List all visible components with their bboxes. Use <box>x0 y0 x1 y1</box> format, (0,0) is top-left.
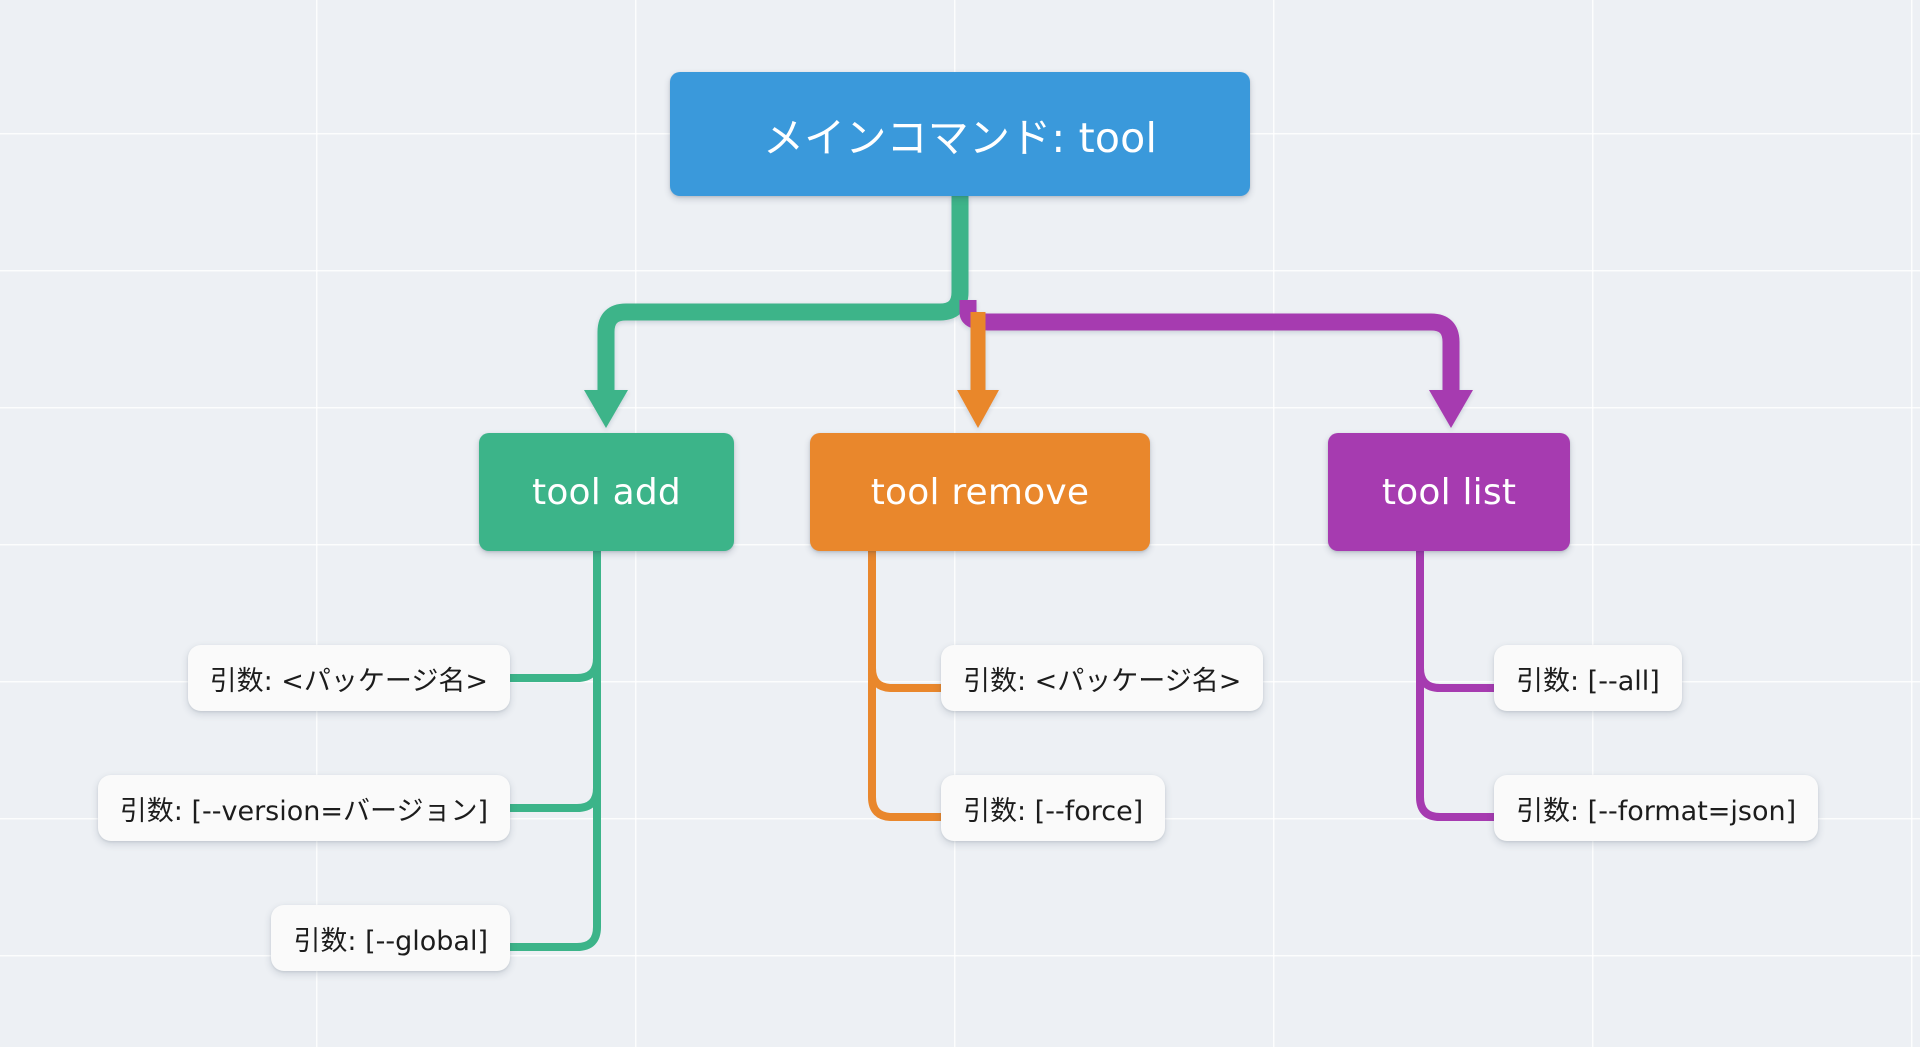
leaf-node-label: 引数: <パッケージ名> <box>963 665 1242 697</box>
connector-group-list <box>1416 547 1512 821</box>
branch-node-label: tool list <box>1381 471 1517 513</box>
arrowhead-remove <box>957 390 999 428</box>
connector-group-remove <box>868 547 959 821</box>
arrowhead-list <box>1429 390 1473 428</box>
branch-node-tool-remove[interactable]: tool remove <box>810 433 1150 551</box>
branch-node-tool-add[interactable]: tool add <box>479 433 734 551</box>
arrowhead-add <box>584 390 628 428</box>
branch-node-label: tool remove <box>870 471 1090 513</box>
leaf-node-arg[interactable]: 引数: [--global] <box>271 905 510 971</box>
leaf-node-arg[interactable]: 引数: [--all] <box>1494 645 1682 711</box>
leaf-node-label: 引数: [--global] <box>293 925 488 957</box>
connector-root-to-list <box>959 300 1460 390</box>
leaf-node-label: 引数: [--all] <box>1516 665 1660 697</box>
root-node-main-command[interactable]: メインコマンド: tool <box>670 72 1250 196</box>
leaf-node-arg[interactable]: 引数: <パッケージ名> <box>187 645 510 711</box>
leaf-node-label: 引数: [--format=json] <box>1516 795 1797 827</box>
leaf-node-arg[interactable]: 引数: [--format=json] <box>1494 775 1819 841</box>
branch-node-label: tool add <box>532 471 681 513</box>
connector-group-add <box>506 547 601 951</box>
branch-node-tool-list[interactable]: tool list <box>1328 433 1570 551</box>
root-node-label: メインコマンド: tool <box>762 114 1158 162</box>
leaf-node-label: 引数: <パッケージ名> <box>209 665 488 697</box>
leaf-node-label: 引数: [--version=バージョン] <box>119 795 488 827</box>
leaf-node-arg[interactable]: 引数: [--version=バージョン] <box>97 775 510 841</box>
leaf-node-label: 引数: [--force] <box>963 795 1144 827</box>
connector-root-to-add <box>597 196 969 390</box>
leaf-node-arg[interactable]: 引数: [--force] <box>941 775 1166 841</box>
leaf-node-arg[interactable]: 引数: <パッケージ名> <box>941 645 1264 711</box>
